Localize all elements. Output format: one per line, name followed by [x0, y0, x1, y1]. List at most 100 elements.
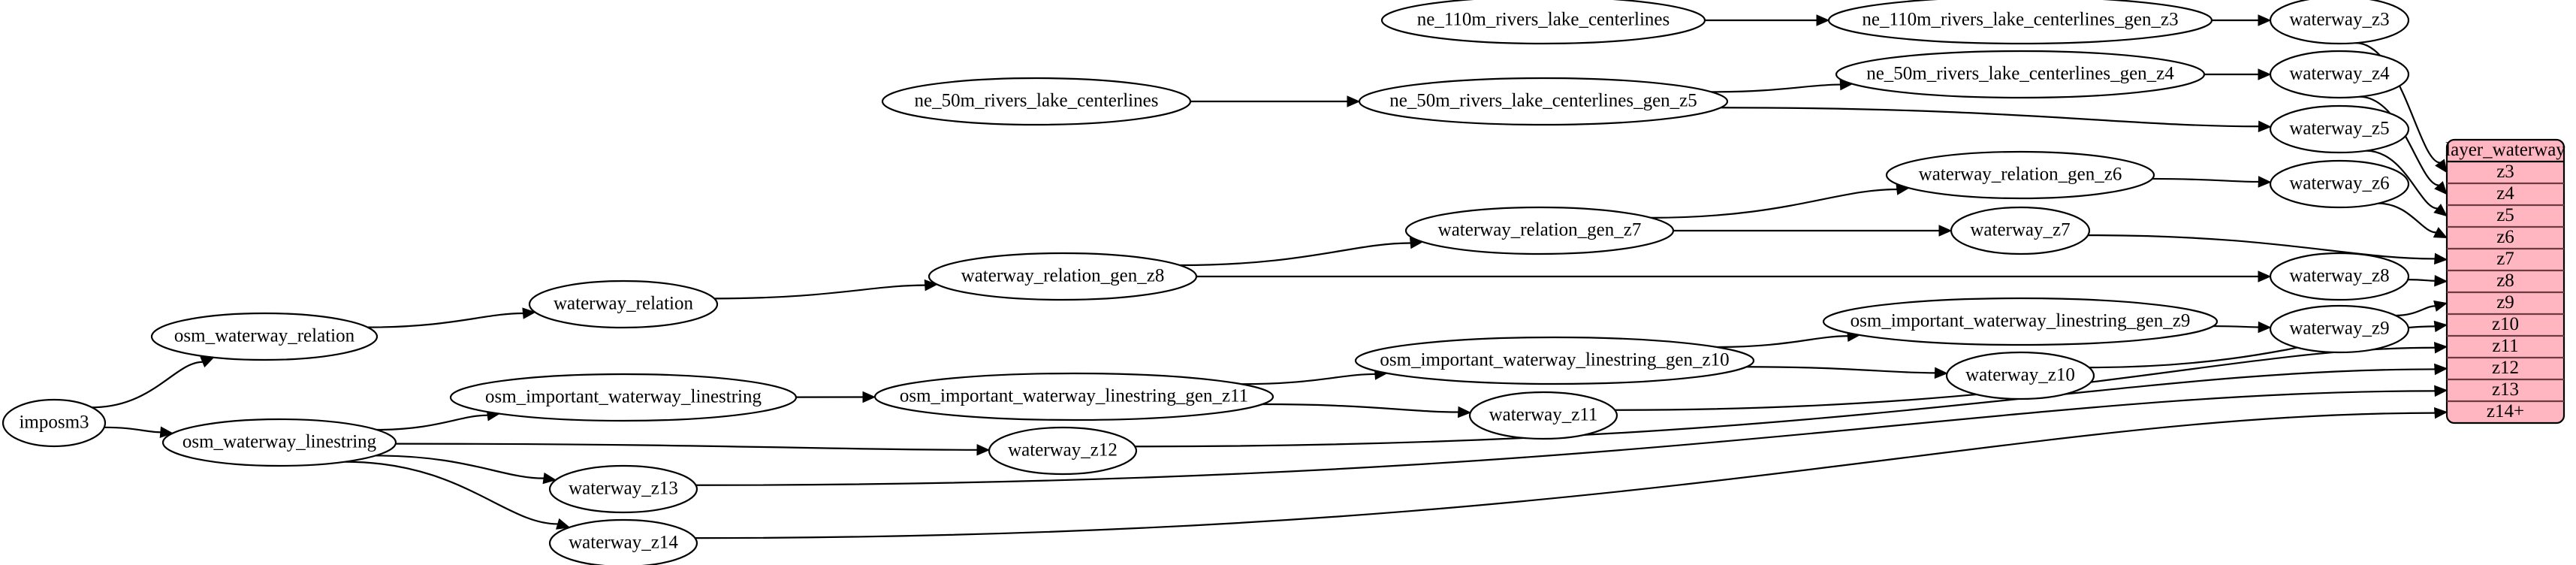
edge-arrowhead	[2433, 406, 2448, 419]
record-row-z6[interactable]: z6	[2496, 227, 2514, 247]
node-shape	[548, 518, 698, 565]
edge-arrowhead	[2258, 270, 2272, 282]
node-waterway_z10[interactable]: waterway_z10	[1945, 351, 2095, 400]
edge-arrowhead	[2434, 385, 2448, 397]
node-label: waterway_z9	[2289, 319, 2389, 339]
node-shape	[2269, 50, 2410, 99]
node-label: waterway_z11	[1489, 405, 1598, 425]
node-waterway_relation_gen_z8[interactable]: waterway_relation_gen_z8	[928, 252, 1198, 301]
node-ne_50m_rivers_lake_centerlines_gen_z5[interactable]: ne_50m_rivers_lake_centerlines_gen_z5	[1358, 77, 1729, 126]
node-label: waterway_relation_gen_z7	[1438, 220, 1642, 240]
node-shape	[988, 426, 1138, 476]
record-row-z5[interactable]: z5	[2496, 205, 2514, 225]
node-label: waterway_z4	[2289, 64, 2390, 84]
record-row-z9[interactable]: z9	[2496, 292, 2514, 313]
edge-waterway_z5-to-layer_waterway_z5	[2366, 150, 2438, 210]
edge-arrowhead	[2434, 363, 2448, 376]
record-row-z3[interactable]: z3	[2496, 162, 2514, 182]
node-label: ne_50m_rivers_lake_centerlines_gen_z5	[1389, 91, 1697, 111]
edge-osm_important_waterway_linestring_gen_z10-to-osm_important_waterway_linestring_gen_z9	[1716, 335, 1848, 349]
node-waterway_z11[interactable]: waterway_z11	[1468, 391, 1618, 440]
node-osm_important_waterway_linestring_gen_z10[interactable]: osm_important_waterway_linestring_gen_z1…	[1354, 336, 1755, 385]
edge-arrowhead	[2258, 14, 2272, 26]
edge-waterway_z3-to-layer_waterway_z3	[2355, 42, 2441, 164]
edge-imposm3-to-osm_waterway_relation	[92, 361, 203, 409]
edge-arrowhead	[2258, 176, 2272, 188]
node-osm_waterway_linestring[interactable]: osm_waterway_linestring	[161, 418, 397, 467]
node-ne_50m_rivers_lake_centerlines[interactable]: ne_50m_rivers_lake_centerlines	[881, 77, 1192, 126]
node-waterway_z8[interactable]: waterway_z8	[2269, 252, 2410, 301]
node-waterway_relation_gen_z6[interactable]: waterway_relation_gen_z6	[1885, 150, 2155, 200]
node-shape	[881, 77, 1192, 126]
edge-arrowhead	[2434, 252, 2448, 265]
record-row-z11[interactable]: z11	[2492, 336, 2518, 356]
node-shape	[928, 252, 1198, 301]
node-label: waterway_relation_gen_z6	[1919, 165, 2122, 185]
edge-osm_waterway_linestring-to-osm_important_waterway_linestring	[376, 414, 488, 431]
node-waterway_z6[interactable]: waterway_z6	[2269, 159, 2410, 209]
node-label: osm_waterway_relation	[174, 326, 355, 346]
edge-arrowhead	[2433, 342, 2448, 354]
edge-ne_50m_rivers_lake_centerlines_gen_z5-to-ne_50m_rivers_lake_centerlines_gen_z4	[1711, 83, 1841, 93]
node-waterway_z4[interactable]: waterway_z4	[2269, 50, 2410, 99]
edge-arrowhead	[200, 356, 215, 368]
record-row-z4[interactable]: z4	[2496, 183, 2514, 204]
nodes-layer: imposm3 osm_waterway_relation osm_waterway…	[2, 0, 2410, 565]
node-shape	[548, 464, 698, 514]
record-row-z14plus[interactable]: z14+	[2487, 401, 2524, 421]
edge-arrowhead	[159, 426, 174, 438]
edge-waterway_z9-to-layer_waterway_z9	[2395, 305, 2436, 317]
node-waterway_z12[interactable]: waterway_z12	[988, 426, 1138, 476]
node-waterway_z14[interactable]: waterway_z14	[548, 518, 698, 565]
node-osm_important_waterway_linestring_gen_z9[interactable]: osm_important_waterway_linestring_gen_z9	[1822, 297, 2219, 346]
edge-arrowhead	[556, 518, 571, 530]
node-imposm3[interactable]: imposm3	[2, 398, 107, 448]
edge-osm_important_waterway_linestring_gen_z10-to-waterway_z10	[1746, 366, 1935, 374]
node-waterway_z7[interactable]: waterway_z7	[1950, 206, 2091, 255]
edge-osm_important_waterway_linestring_gen_z11-to-osm_important_waterway_linestring_gen_z10	[1241, 373, 1375, 385]
edge-waterway_relation-to-waterway_relation_gen_z8	[714, 284, 925, 300]
edge-arrowhead	[1938, 225, 1953, 237]
record-row-z8[interactable]: z8	[2496, 270, 2514, 291]
record-node-layer-waterway[interactable]: layer_waterwayz3z4z5z6z7z8z9z10z11z12z13…	[2445, 138, 2565, 425]
edge-imposm3-to-osm_waterway_linestring	[104, 426, 161, 434]
node-waterway_relation[interactable]: waterway_relation	[528, 279, 719, 329]
record-row-z7[interactable]: z7	[2496, 249, 2514, 269]
node-waterway_z13[interactable]: waterway_z13	[548, 464, 698, 514]
edge-arrowhead	[1347, 95, 1361, 107]
node-waterway_z3[interactable]: waterway_z3	[2269, 0, 2410, 45]
edge-arrowhead	[542, 472, 557, 485]
edge-waterway_z12-to-layer_waterway_z12	[1135, 368, 2436, 448]
node-waterway_z5[interactable]: waterway_z5	[2269, 104, 2410, 154]
record-row-z12[interactable]: z12	[2492, 358, 2519, 378]
edge-osm_waterway_linestring-to-waterway_z14	[345, 461, 558, 525]
node-shape	[1945, 351, 2095, 400]
node-label: imposm3	[19, 412, 89, 433]
node-label: waterway_relation	[554, 294, 694, 314]
node-label: osm_waterway_linestring	[182, 432, 377, 452]
node-label: waterway_z13	[569, 479, 678, 499]
edge-waterway_relation_gen_z8-to-waterway_relation_gen_z7	[1179, 242, 1411, 267]
edge-arrowhead	[2433, 320, 2448, 333]
node-label: waterway_z8	[2289, 266, 2389, 286]
record-row-z13[interactable]: z13	[2492, 379, 2519, 400]
edge-arrowhead	[2258, 68, 2272, 80]
node-label: waterway_z7	[1970, 220, 2070, 240]
node-waterway_z9[interactable]: waterway_z9	[2269, 304, 2410, 354]
node-waterway_relation_gen_z7[interactable]: waterway_relation_gen_z7	[1404, 206, 1675, 255]
edge-arrowhead	[2434, 181, 2448, 195]
record-background	[2445, 138, 2565, 425]
node-osm_important_waterway_linestring[interactable]: osm_important_waterway_linestring	[449, 373, 798, 422]
node-ne_110m_rivers_lake_centerlines[interactable]: ne_110m_rivers_lake_centerlines	[1380, 0, 1706, 45]
node-ne_50m_rivers_lake_centerlines_gen_z4[interactable]: ne_50m_rivers_lake_centerlines_gen_z4	[1835, 50, 2206, 99]
node-osm_waterway_relation[interactable]: osm_waterway_relation	[150, 312, 379, 361]
edge-arrowhead	[2435, 159, 2448, 174]
node-shape	[873, 372, 1274, 421]
node-ne_110m_rivers_lake_centerlines_gen_z3[interactable]: ne_110m_rivers_lake_centerlines_gen_z3	[1827, 0, 2213, 45]
edge-waterway_z8-to-layer_waterway_z8	[2408, 279, 2436, 282]
record-row-z10[interactable]: z10	[2492, 314, 2519, 334]
node-osm_important_waterway_linestring_gen_z11[interactable]: osm_important_waterway_linestring_gen_z1…	[873, 372, 1274, 421]
node-shape	[2269, 104, 2410, 154]
node-label: osm_important_waterway_linestring	[485, 387, 762, 407]
node-label: ne_110m_rivers_lake_centerlines_gen_z3	[1862, 10, 2178, 30]
